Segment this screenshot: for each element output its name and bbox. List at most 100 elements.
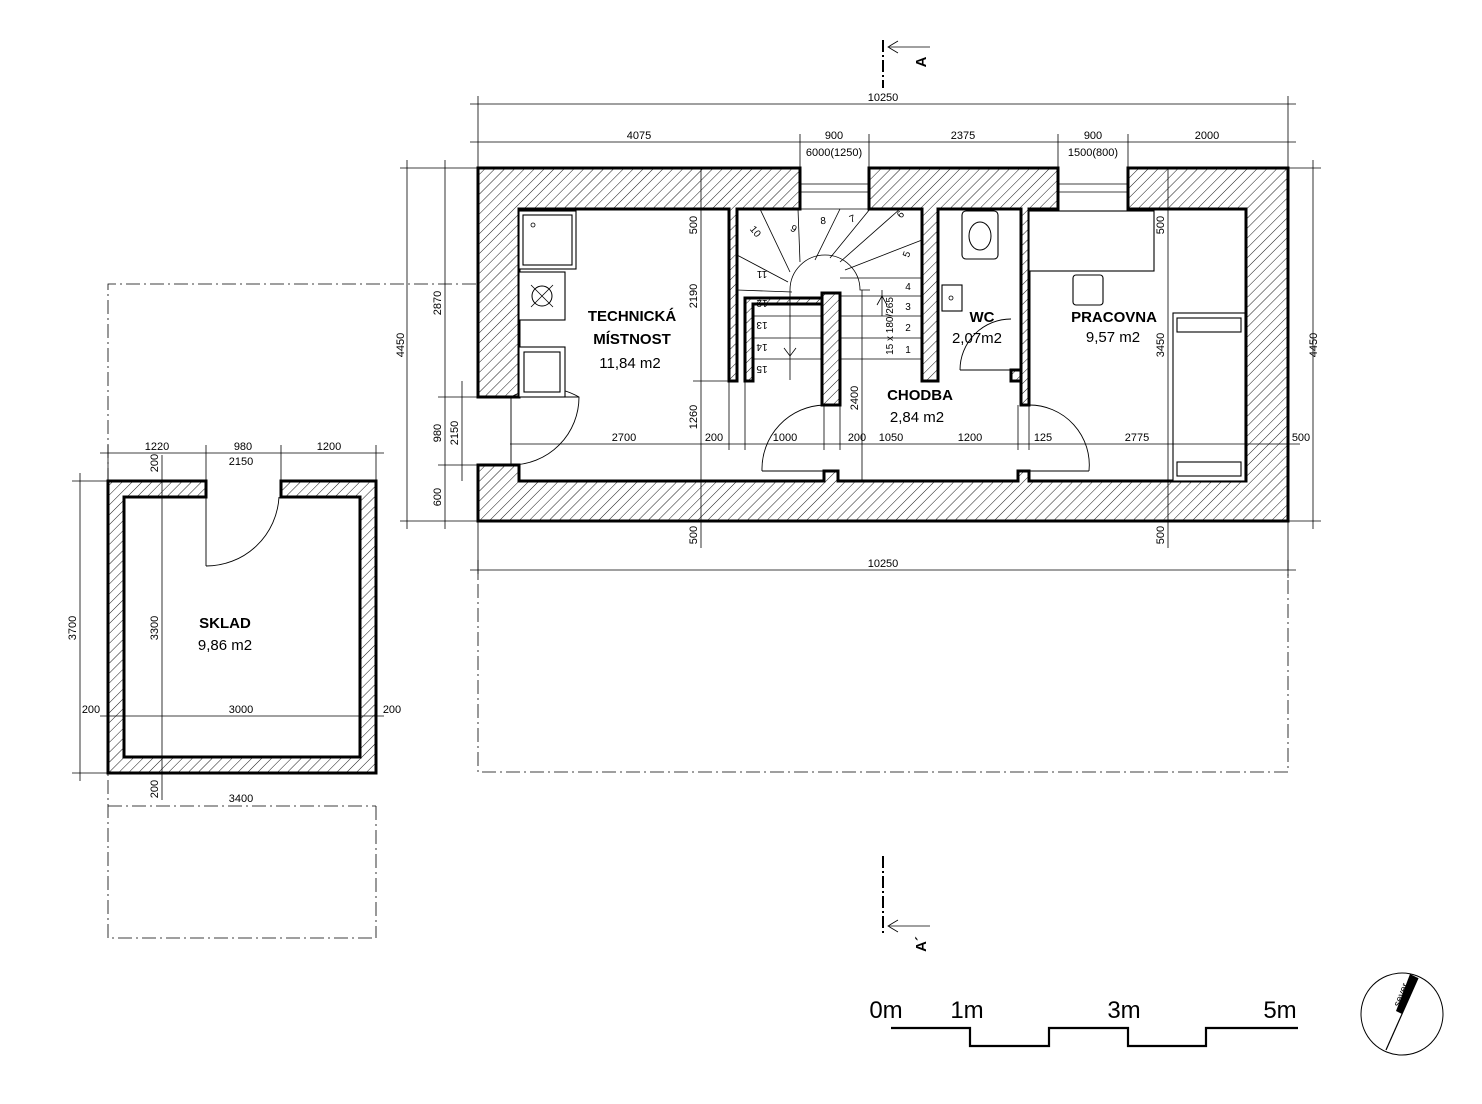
svg-text:2700: 2700 <box>612 432 636 444</box>
svg-text:9,57 m2: 9,57 m2 <box>1086 329 1140 346</box>
dimension-lines-inner: 500 2190 1260 500 2400 500 3450 500 2700… <box>510 168 1310 548</box>
svg-text:WC: WC <box>970 309 995 326</box>
dimension-lines-bottom: 10250 <box>470 521 1296 578</box>
svg-text:1m: 1m <box>950 997 983 1024</box>
svg-text:SKLAD: SKLAD <box>199 615 251 632</box>
svg-text:A: A <box>913 56 930 67</box>
svg-text:200: 200 <box>848 432 866 444</box>
svg-text:2190: 2190 <box>688 284 700 308</box>
svg-text:1220: 1220 <box>145 441 169 453</box>
svg-text:200: 200 <box>705 432 723 444</box>
svg-text:3700: 3700 <box>67 616 79 640</box>
svg-text:11,84 m2: 11,84 m2 <box>599 355 660 372</box>
chodba-door <box>761 404 825 472</box>
svg-text:1000: 1000 <box>773 432 797 444</box>
svg-text:500: 500 <box>688 216 700 234</box>
svg-text:2400: 2400 <box>849 386 861 410</box>
svg-text:4450: 4450 <box>1308 333 1320 357</box>
svg-text:5m: 5m <box>1263 997 1296 1024</box>
svg-text:1200: 1200 <box>958 432 982 444</box>
svg-text:1: 1 <box>905 345 911 356</box>
svg-text:2375: 2375 <box>951 130 975 142</box>
svg-text:9: 9 <box>788 223 799 236</box>
entrance-door <box>510 387 580 466</box>
svg-text:2870: 2870 <box>432 291 444 315</box>
stair-numbers: 1 2 3 4 5 6 7 8 9 10 11 12 13 14 15 15 x… <box>747 209 914 374</box>
svg-text:125: 125 <box>1034 432 1052 444</box>
room-label-pracovna: PRACOVNA 9,57 m2 <box>1071 309 1157 346</box>
north-arrow-icon: sever <box>1360 972 1444 1056</box>
sklad-door <box>205 496 280 567</box>
svg-text:200: 200 <box>383 704 401 716</box>
svg-text:4075: 4075 <box>627 130 651 142</box>
wc-fixtures <box>941 210 999 312</box>
svg-text:3300: 3300 <box>149 616 161 640</box>
svg-text:5: 5 <box>901 250 913 259</box>
svg-text:600: 600 <box>432 488 444 506</box>
svg-text:200: 200 <box>82 704 100 716</box>
svg-text:8: 8 <box>820 216 827 227</box>
svg-text:A´: A´ <box>913 936 930 952</box>
dimension-lines-top: 10250 4075 900 2375 900 2000 6000(1250) … <box>470 92 1296 168</box>
svg-text:3000: 3000 <box>229 704 253 716</box>
svg-text:200: 200 <box>149 780 161 798</box>
svg-text:980: 980 <box>432 424 444 442</box>
staircase <box>736 208 923 380</box>
svg-text:12: 12 <box>756 297 768 308</box>
sklad-dimensions: 1220 980 1200 2150 3700 200 3300 200 200… <box>67 441 401 805</box>
pracovna-door <box>1028 404 1090 472</box>
dimension-lines-left: 4450 2870 980 600 2150 <box>395 160 478 529</box>
svg-text:4: 4 <box>905 282 911 293</box>
svg-text:3400: 3400 <box>229 793 253 805</box>
svg-text:980: 980 <box>234 441 252 453</box>
section-marker-bottom: A´ <box>882 856 930 952</box>
svg-text:11: 11 <box>756 268 767 279</box>
scale-bar: 0m 1m 3m 5m <box>869 997 1298 1048</box>
svg-text:0m: 0m <box>869 997 902 1024</box>
section-marker-top: A <box>882 40 930 88</box>
svg-text:1500(800): 1500(800) <box>1068 147 1118 159</box>
svg-text:2775: 2775 <box>1125 432 1149 444</box>
room-label-technicka: TECHNICKÁ MÍSTNOST 11,84 m2 <box>588 308 676 372</box>
svg-text:7: 7 <box>848 213 857 225</box>
svg-text:10250: 10250 <box>868 92 899 104</box>
svg-text:500: 500 <box>688 526 700 544</box>
svg-text:CHODBA: CHODBA <box>887 387 953 404</box>
svg-text:15: 15 <box>756 363 768 374</box>
svg-text:900: 900 <box>1084 130 1102 142</box>
overhang-outline-main <box>107 283 1289 939</box>
svg-text:2: 2 <box>905 323 911 334</box>
svg-text:6: 6 <box>895 209 907 221</box>
svg-text:15 x 180/265: 15 x 180/265 <box>885 297 896 355</box>
svg-text:2150: 2150 <box>449 421 461 445</box>
svg-text:TECHNICKÁ: TECHNICKÁ <box>588 308 676 325</box>
svg-text:2000: 2000 <box>1195 130 1219 142</box>
svg-text:500: 500 <box>1292 432 1310 444</box>
svg-text:500: 500 <box>1155 526 1167 544</box>
svg-text:1050: 1050 <box>879 432 903 444</box>
svg-text:2150: 2150 <box>229 456 253 468</box>
svg-text:3m: 3m <box>1107 997 1140 1024</box>
svg-text:4450: 4450 <box>395 333 407 357</box>
svg-text:3: 3 <box>905 302 911 313</box>
svg-text:2,84 m2: 2,84 m2 <box>890 409 944 426</box>
svg-text:MÍSTNOST: MÍSTNOST <box>593 331 671 348</box>
svg-text:14: 14 <box>756 341 768 352</box>
room-label-wc: WC 2,07m2 <box>952 309 1002 347</box>
svg-text:10: 10 <box>747 224 763 240</box>
svg-text:10250: 10250 <box>868 558 899 570</box>
svg-text:1260: 1260 <box>688 405 700 429</box>
svg-text:6000(1250): 6000(1250) <box>806 147 862 159</box>
svg-text:9,86 m2: 9,86 m2 <box>198 637 252 654</box>
tech-fixtures <box>518 210 577 398</box>
svg-text:3450: 3450 <box>1155 333 1167 357</box>
svg-text:2,07m2: 2,07m2 <box>952 330 1002 347</box>
window-top-right <box>1058 183 1128 193</box>
window-top-left <box>800 183 869 193</box>
svg-text:500: 500 <box>1155 216 1167 234</box>
svg-text:1200: 1200 <box>317 441 341 453</box>
room-label-chodba: CHODBA 2,84 m2 <box>887 387 953 426</box>
wc-door <box>959 318 1012 371</box>
svg-text:13: 13 <box>756 319 768 330</box>
